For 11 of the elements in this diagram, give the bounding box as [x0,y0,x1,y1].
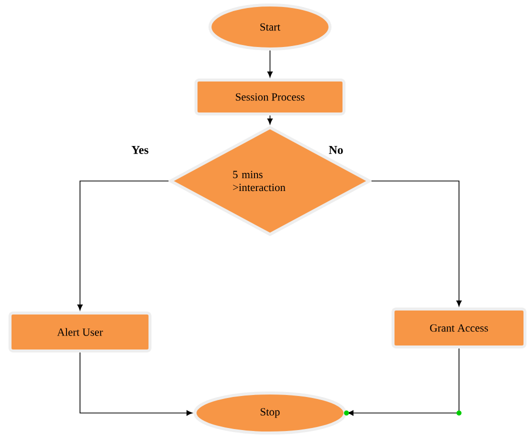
process-box: Grant Access [392,308,526,348]
arrow [348,348,460,416]
process-box: Session Process [194,78,346,116]
edge-label: No [328,146,343,154]
arrow [267,115,273,124]
arrow [267,50,273,78]
arrow [371,180,462,306]
edge-label: Yes [132,146,148,154]
process-box: Alert User [8,312,152,352]
arrow [77,180,169,310]
arrow [80,352,192,416]
